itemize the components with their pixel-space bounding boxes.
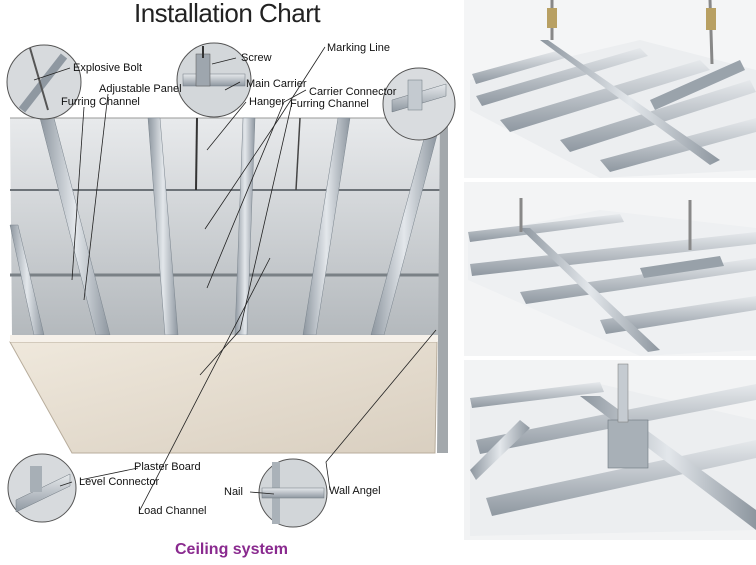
- label-load-channel: Load Channel: [138, 505, 207, 517]
- photo-ceiling-frame-top: [464, 0, 756, 178]
- figure-caption: Ceiling system: [175, 541, 288, 558]
- label-nail: Nail: [224, 486, 243, 498]
- label-screw: Screw: [241, 52, 272, 64]
- label-furring-channel-right: Furring Channel: [290, 98, 369, 110]
- side-wall: [437, 118, 448, 453]
- label-main-carrier: Main Carrier: [246, 78, 307, 90]
- chart-title: Installation Chart: [134, 0, 321, 28]
- label-marking-line: Marking Line: [327, 42, 390, 54]
- hanger-rod: [295, 117, 301, 191]
- plaster-board-edge: [10, 335, 440, 342]
- photo-ceiling-frame-middle: [464, 182, 756, 356]
- detail-main-carrier: [176, 42, 252, 118]
- label-furring-channel-left: Furring Channel: [61, 96, 140, 108]
- hanger-rod: [195, 117, 198, 191]
- label-wall-angel: Wall Angel: [329, 485, 381, 497]
- label-carrier-connector: Carrier Connector: [309, 86, 397, 98]
- detail-level-connector: [7, 453, 77, 523]
- photo-ceiling-frame-bottom: [464, 360, 756, 540]
- leader-lines: [33, 46, 437, 511]
- label-explosive-bolt: Explosive Bolt: [73, 62, 142, 74]
- plaster-board: [9, 341, 438, 454]
- detail-nail: [258, 458, 328, 528]
- label-adjustable-panel: Adjustable Panel: [99, 83, 182, 95]
- label-level-connector: Level Connector: [79, 476, 159, 488]
- detail-carrier-connector: [382, 67, 456, 141]
- detail-explosive-bolt: [6, 44, 82, 120]
- label-plaster-board: Plaster Board: [134, 461, 201, 473]
- label-hanger: Hanger: [249, 96, 285, 108]
